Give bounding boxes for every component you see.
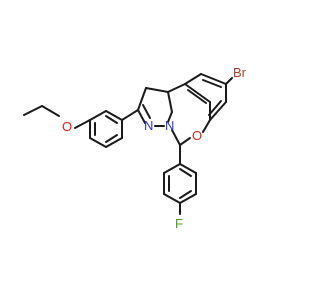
bond <box>74 119 91 129</box>
bond <box>41 105 60 117</box>
bond <box>179 137 191 146</box>
bond <box>89 137 107 148</box>
bond <box>171 129 181 146</box>
bond <box>105 134 118 143</box>
ethoxy-group <box>23 105 91 129</box>
ring-oxygen-label: O <box>192 128 202 143</box>
bond <box>200 73 227 85</box>
bond <box>142 104 151 119</box>
bond <box>105 110 123 121</box>
nitrogen-atom-label-1: N <box>144 118 153 133</box>
structure-canvas: Br O O N N F <box>23 65 247 231</box>
bond <box>137 109 146 124</box>
bond <box>202 119 211 133</box>
bond <box>121 109 139 121</box>
bond <box>179 190 192 199</box>
bond <box>179 163 197 174</box>
bond <box>137 87 147 111</box>
bond <box>187 89 207 104</box>
bond <box>179 168 192 177</box>
molecule-structure: Br O O N N F <box>23 65 247 231</box>
bond <box>167 111 173 123</box>
bond <box>89 110 107 121</box>
bond <box>163 163 181 174</box>
bond <box>184 83 211 103</box>
bond <box>145 87 169 93</box>
bond <box>225 77 233 85</box>
bromobenzene-ring <box>184 73 233 121</box>
fluorophenyl-ring <box>163 144 197 215</box>
bond <box>179 193 197 204</box>
bromine-atom-label: Br <box>233 65 247 80</box>
pyrazoline-ring <box>137 87 173 127</box>
bond <box>105 137 123 148</box>
bond <box>208 100 222 116</box>
bond <box>105 115 118 124</box>
bond <box>202 79 222 88</box>
oxazine-ring <box>167 83 211 146</box>
bond <box>167 83 186 93</box>
bond <box>23 105 43 116</box>
fluorine-atom-label: F <box>175 216 183 231</box>
ethoxyphenyl-ring <box>89 110 123 148</box>
nitrogen-atom-label-2: N <box>165 118 174 133</box>
bond <box>163 193 181 204</box>
bond <box>184 73 202 85</box>
ether-oxygen-label: O <box>62 119 72 134</box>
bond <box>167 91 173 113</box>
bond <box>209 101 227 121</box>
